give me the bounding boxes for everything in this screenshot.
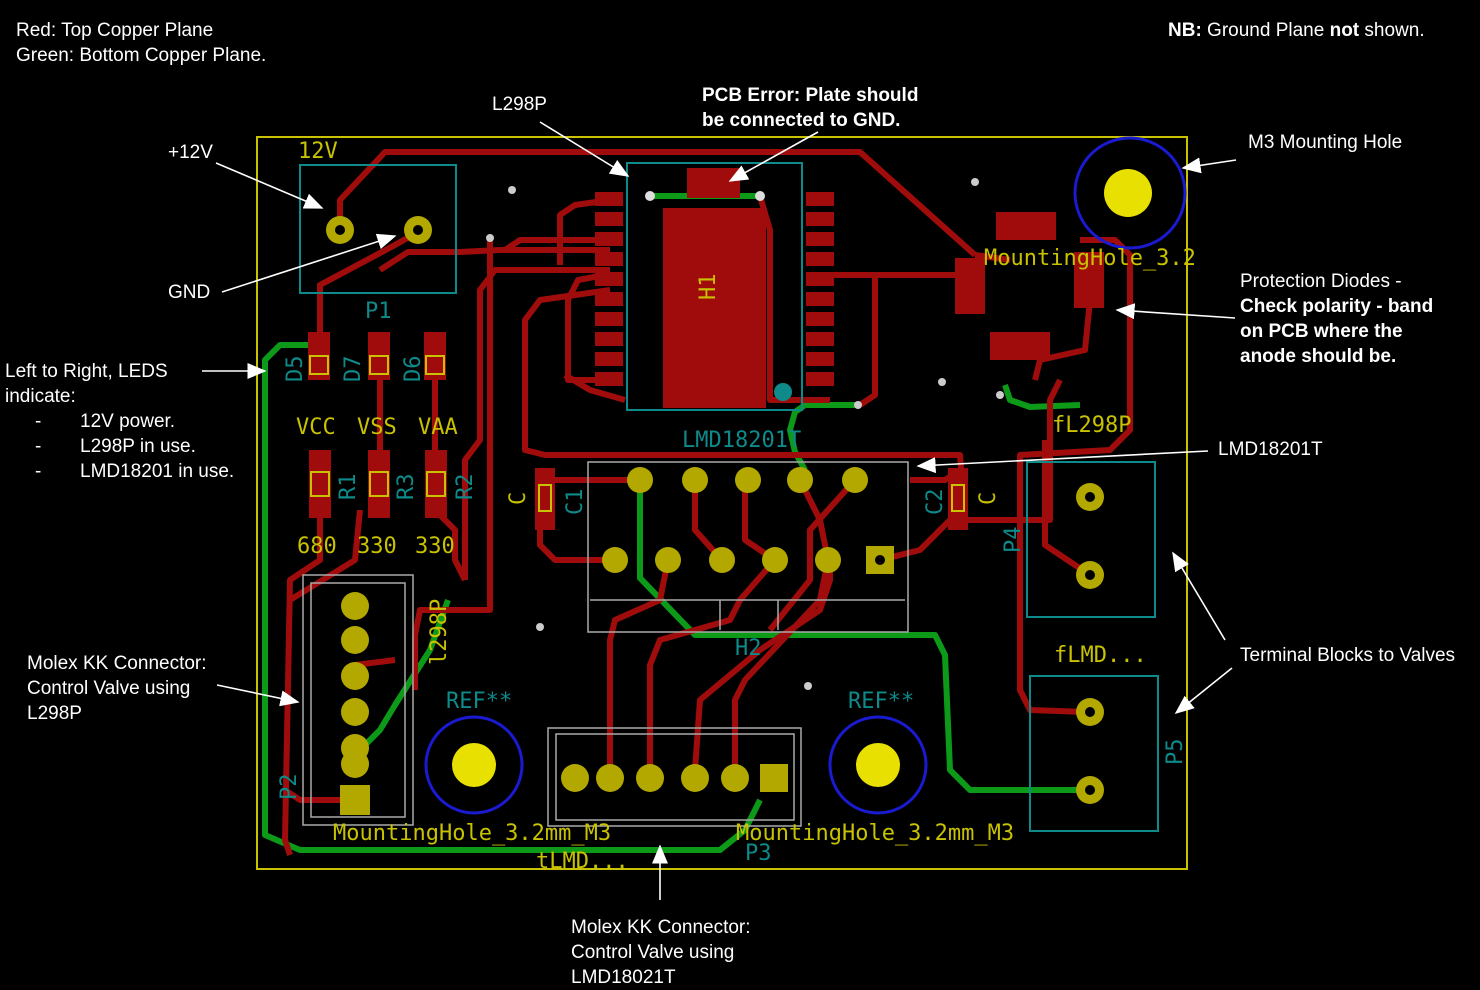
silk-r3: R3 [394,474,419,501]
annotation-arrows [202,121,1237,900]
bottom-copper-traces [262,193,1090,853]
led-list: -12V power. -L298P in use. -LMD18201 in … [5,409,234,484]
silk-vaa: VAA [418,415,458,440]
silk-p1: P1 [365,299,392,324]
silk-fl298p: fL298P [1052,413,1131,438]
list-item: -12V power. [35,411,176,432]
via [645,191,655,201]
silk-mh-r: MountingHole_3.2mm_M3 [736,821,1014,846]
callout-pcb-error-2: be connected to GND. [702,110,901,131]
terminal-blocks [1026,461,1159,832]
via [755,191,765,201]
silk-l298p-side: l298P [427,599,452,665]
silk-p5: P5 [1163,739,1188,766]
silk-vcc: VCC [296,415,336,440]
silk-mh-tr: MountingHole_3.2 [984,246,1196,271]
callout-diodes-4: anode should be. [1240,346,1397,367]
note-mid: Ground Plane [1201,20,1330,41]
silk-c1: C1 [563,489,588,516]
note-suffix: shown. [1359,20,1425,41]
silk-flmd: fLMD... [1054,643,1147,668]
silk-p3: P3 [745,841,772,866]
callout-molex-left-1: Molex KK Connector: [27,653,207,674]
l298p-footprint: H1 [626,162,803,411]
list-item: -L298P in use. [35,436,196,457]
callout-lmd: LMD18201T [1218,439,1323,460]
callout-leds-1: Left to Right, LEDS [5,361,168,382]
callout-mount: M3 Mounting Hole [1248,132,1403,153]
ground-plane-note: NB: Ground Plane not shown. [1168,18,1425,43]
callout-terminal: Terminal Blocks to Valves [1240,645,1456,666]
legend-green: Green: Bottom Copper Plane. [16,45,267,66]
silk-680: 680 [297,534,337,559]
list-item: -LMD18201 in use. [35,461,235,482]
silk-tlmd: tLMD... [536,849,629,874]
callout-molex-bottom-1: Molex KK Connector: [571,917,751,938]
pin1-marker [774,383,792,401]
board-edge [256,136,1188,870]
callout-diodes-3: on PCB where the [1240,321,1403,342]
silk-r2: R2 [453,474,478,501]
lmd18201t-footprint [587,461,909,633]
p1-power-connector [299,164,457,294]
silk-12v: 12V [298,139,338,164]
h1-label: H1 [696,274,721,301]
silk-d7: D7 [341,356,366,383]
silk-ref-l: REF** [446,689,512,714]
silk-p4: P4 [1001,527,1026,554]
silk-lmd-top: LMD18201T [682,428,801,453]
callout-molex-bottom-3: LMD18021T [571,967,676,988]
callout-gnd: GND [168,282,211,303]
callout-molex-left-2: Control Valve using [27,678,191,699]
callout-leds-2: indicate: [5,386,76,407]
note-bold: not [1329,20,1360,41]
silk-d6: D6 [401,356,426,383]
silk-c2: C2 [923,489,948,516]
p3-connector [547,727,802,827]
note-prefix: NB: [1168,20,1202,41]
silk-c-right: C [976,492,1001,505]
mounting-holes [424,136,1187,815]
silk-330-a: 330 [357,534,397,559]
capacitors [535,468,968,530]
callout-molex-bottom-2: Control Valve using [571,942,735,963]
silk-vss: VSS [357,415,397,440]
resistors [309,450,447,518]
led-item: 12V power. [80,411,176,432]
protection-diodes [955,212,1104,360]
callout-diodes-1: Protection Diodes - [1240,271,1402,292]
callout-molex-left-3: L298P [27,703,82,724]
silk-h2: H2 [735,636,762,661]
led-item: L298P in use. [80,436,196,457]
p2-connector [302,574,414,826]
legend-red: Red: Top Copper Plane [16,20,214,41]
silk-r1: R1 [336,474,361,501]
silk-c-left: C [506,492,531,505]
led-item: LMD18201 in use. [80,461,235,482]
l298p-right-pads [806,192,834,386]
silk-330-b: 330 [415,534,455,559]
callout-diodes-2: Check polarity - band [1240,296,1434,317]
l298p-left-pads [595,192,623,386]
callout-12v: +12V [168,142,213,163]
silk-mh-l: MountingHole_3.2mm_M3 [333,821,611,846]
leds [308,332,446,380]
silk-ref-r: REF** [848,689,914,714]
callout-l298p: L298P [492,94,547,115]
vias [486,178,1004,690]
callout-pcb-error-1: PCB Error: Plate should [702,85,919,106]
silk-d5: D5 [283,356,308,383]
silk-p2: P2 [277,774,302,801]
